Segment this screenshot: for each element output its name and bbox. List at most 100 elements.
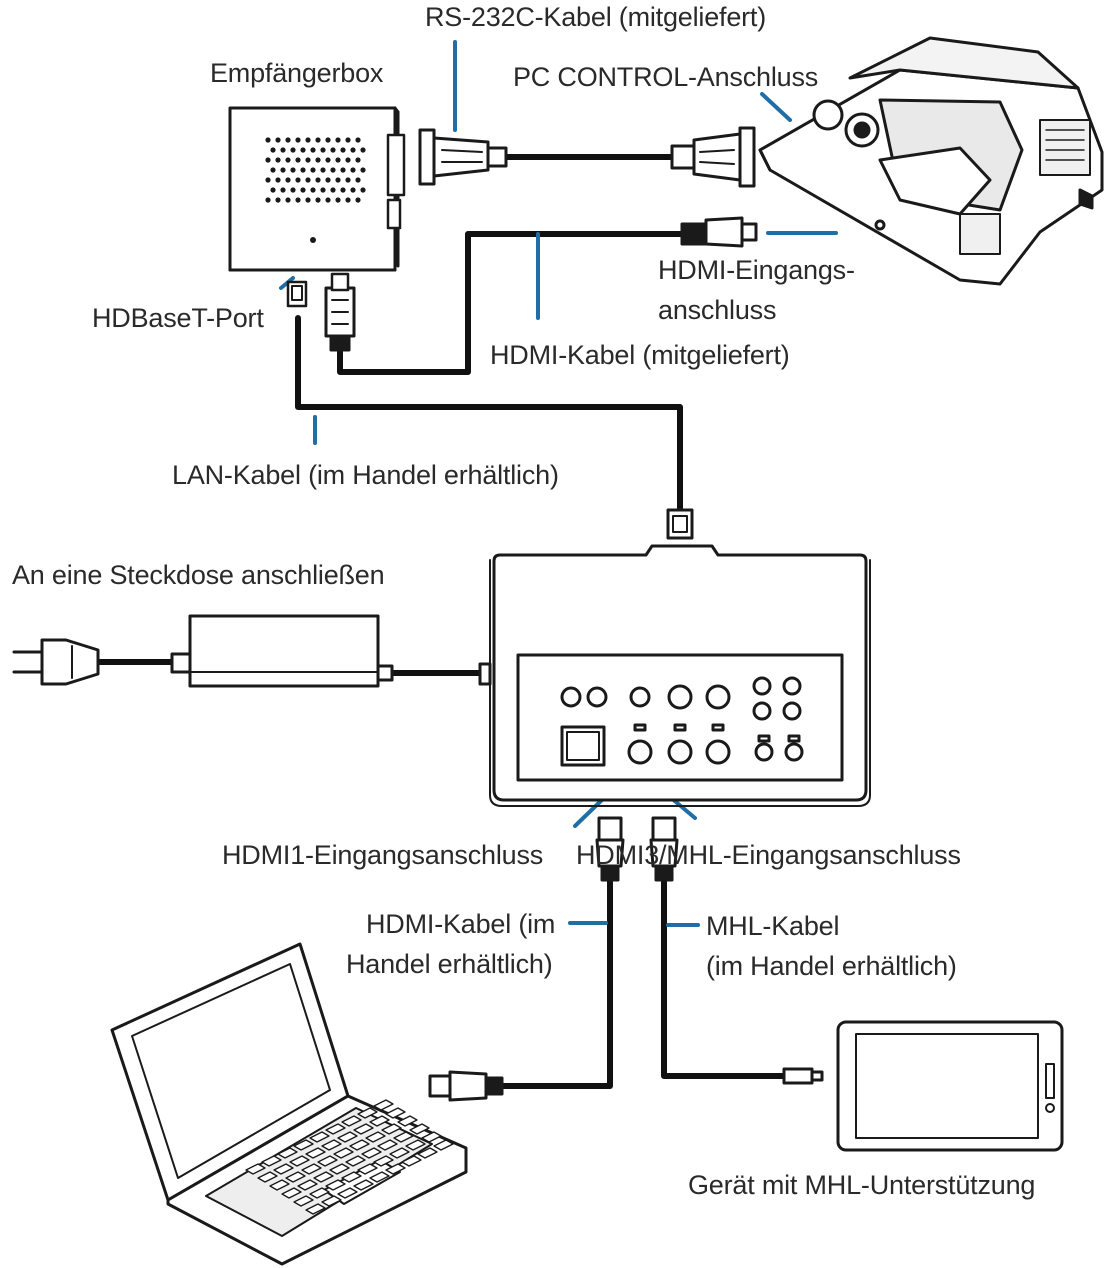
panel-led [711, 723, 725, 732]
panel-jack [752, 701, 772, 721]
panel-jack [629, 686, 651, 708]
laptop-key [261, 1155, 282, 1167]
vent-hole [330, 167, 336, 173]
vent-hole [320, 147, 326, 153]
rs232c-connectors [418, 126, 756, 188]
laptop-key [285, 1171, 306, 1183]
laptop-key [281, 1187, 302, 1199]
vent-hole [265, 137, 271, 143]
laptop-key [273, 1163, 294, 1175]
panel-jack [705, 684, 731, 710]
laptop-drawing [110, 942, 468, 1266]
vent-hole [355, 137, 361, 143]
laptop-key [369, 1115, 390, 1127]
vent-hole [330, 187, 336, 193]
panel-jack [667, 684, 693, 710]
vent-hole [350, 147, 356, 153]
vent-hole [315, 177, 321, 183]
laptop-key [389, 1147, 410, 1159]
laptop-key [349, 1139, 370, 1151]
panel-jack [627, 739, 653, 765]
laptop-key [337, 1131, 358, 1143]
vent-hole [335, 197, 341, 203]
label-mhl-cable: MHL-Kabel (im Handel erhältlich) [706, 906, 957, 986]
laptop-key [257, 1171, 278, 1183]
mhl-cable [661, 877, 787, 1079]
vent-hole [270, 167, 276, 173]
vent-hole [315, 157, 321, 163]
panel-jack [752, 676, 772, 696]
vent-hole [305, 137, 311, 143]
vent-hole [345, 197, 351, 203]
laptop-key [353, 1179, 374, 1191]
vent-hole [280, 167, 286, 173]
power-adapter-drawing [12, 614, 492, 688]
panel-jacks [560, 676, 804, 765]
label-hdmi-input-line1: HDMI-Eingangs- [658, 255, 855, 285]
vent-hole [335, 157, 341, 163]
laptop-key [269, 1179, 290, 1191]
vent-hole [360, 167, 366, 173]
vent-hole [300, 147, 306, 153]
vent-hole [270, 147, 276, 153]
tablet-drawing [836, 1020, 1064, 1152]
lan-cable [295, 315, 683, 515]
laptop-key [357, 1107, 378, 1119]
vent-hole [325, 157, 331, 163]
vent-hole [275, 177, 281, 183]
vent-hole [315, 197, 321, 203]
laptop-key [357, 1163, 378, 1175]
vent-hole [350, 187, 356, 193]
label-hdmi-cable-supplied: HDMI-Kabel (mitgeliefert) [490, 340, 790, 370]
vent-hole [325, 177, 331, 183]
laptop-key [417, 1147, 438, 1159]
vent-hole [335, 177, 341, 183]
laptop-key [405, 1139, 426, 1151]
laptop-key [321, 1195, 342, 1207]
leader-lines [279, 40, 838, 927]
laptop-key [421, 1131, 442, 1143]
vent-hole [275, 137, 281, 143]
vent-hole [315, 137, 321, 143]
vent-hole [325, 197, 331, 203]
laptop-key [325, 1179, 346, 1191]
laptop-key [409, 1123, 430, 1135]
panel-led [787, 734, 801, 743]
vent-hole [295, 137, 301, 143]
laptop-keys [245, 1099, 454, 1215]
panel-led [633, 723, 647, 732]
vent-hole [320, 187, 326, 193]
label-hdmi-cable-retail: HDMI-Kabel (im Handel erhältlich) [346, 904, 555, 984]
vent-hole [280, 147, 286, 153]
laptop-key [385, 1107, 406, 1119]
vent-hole [285, 137, 291, 143]
laptop-key [345, 1155, 366, 1167]
vent-hole [350, 167, 356, 173]
vent-hole [295, 197, 301, 203]
vent-hole [310, 187, 316, 193]
vent-hole [300, 167, 306, 173]
panel-jack [705, 739, 731, 765]
laptop-key [333, 1147, 354, 1159]
panel-jack [560, 686, 582, 708]
vent-hole [320, 167, 326, 173]
label-hdmi3-mhl-input: HDMI3/MHL-Eingangsanschluss [576, 840, 961, 870]
laptop-key [341, 1171, 362, 1183]
vent-hole [305, 177, 311, 183]
laptop-key [365, 1131, 386, 1143]
label-hdmi1-input: HDMI1-Eingangsanschluss [222, 840, 544, 870]
label-mhl-device: Gerät mit MHL-Unterstützung [688, 1170, 1036, 1200]
laptop-key [397, 1115, 418, 1127]
vent-hole [265, 157, 271, 163]
vent-hole [295, 157, 301, 163]
vent-hole [325, 137, 331, 143]
panel-jack [754, 742, 774, 762]
vent-hole [295, 177, 301, 183]
label-hdmi-cable-retail-line2: Handel erhältlich) [346, 949, 553, 979]
hdmi-plug-laptop [428, 1070, 504, 1102]
vent-hole [290, 167, 296, 173]
vent-hole [270, 187, 276, 193]
vent-hole [290, 147, 296, 153]
laptop-key [305, 1147, 326, 1159]
laptop-key [393, 1131, 414, 1143]
